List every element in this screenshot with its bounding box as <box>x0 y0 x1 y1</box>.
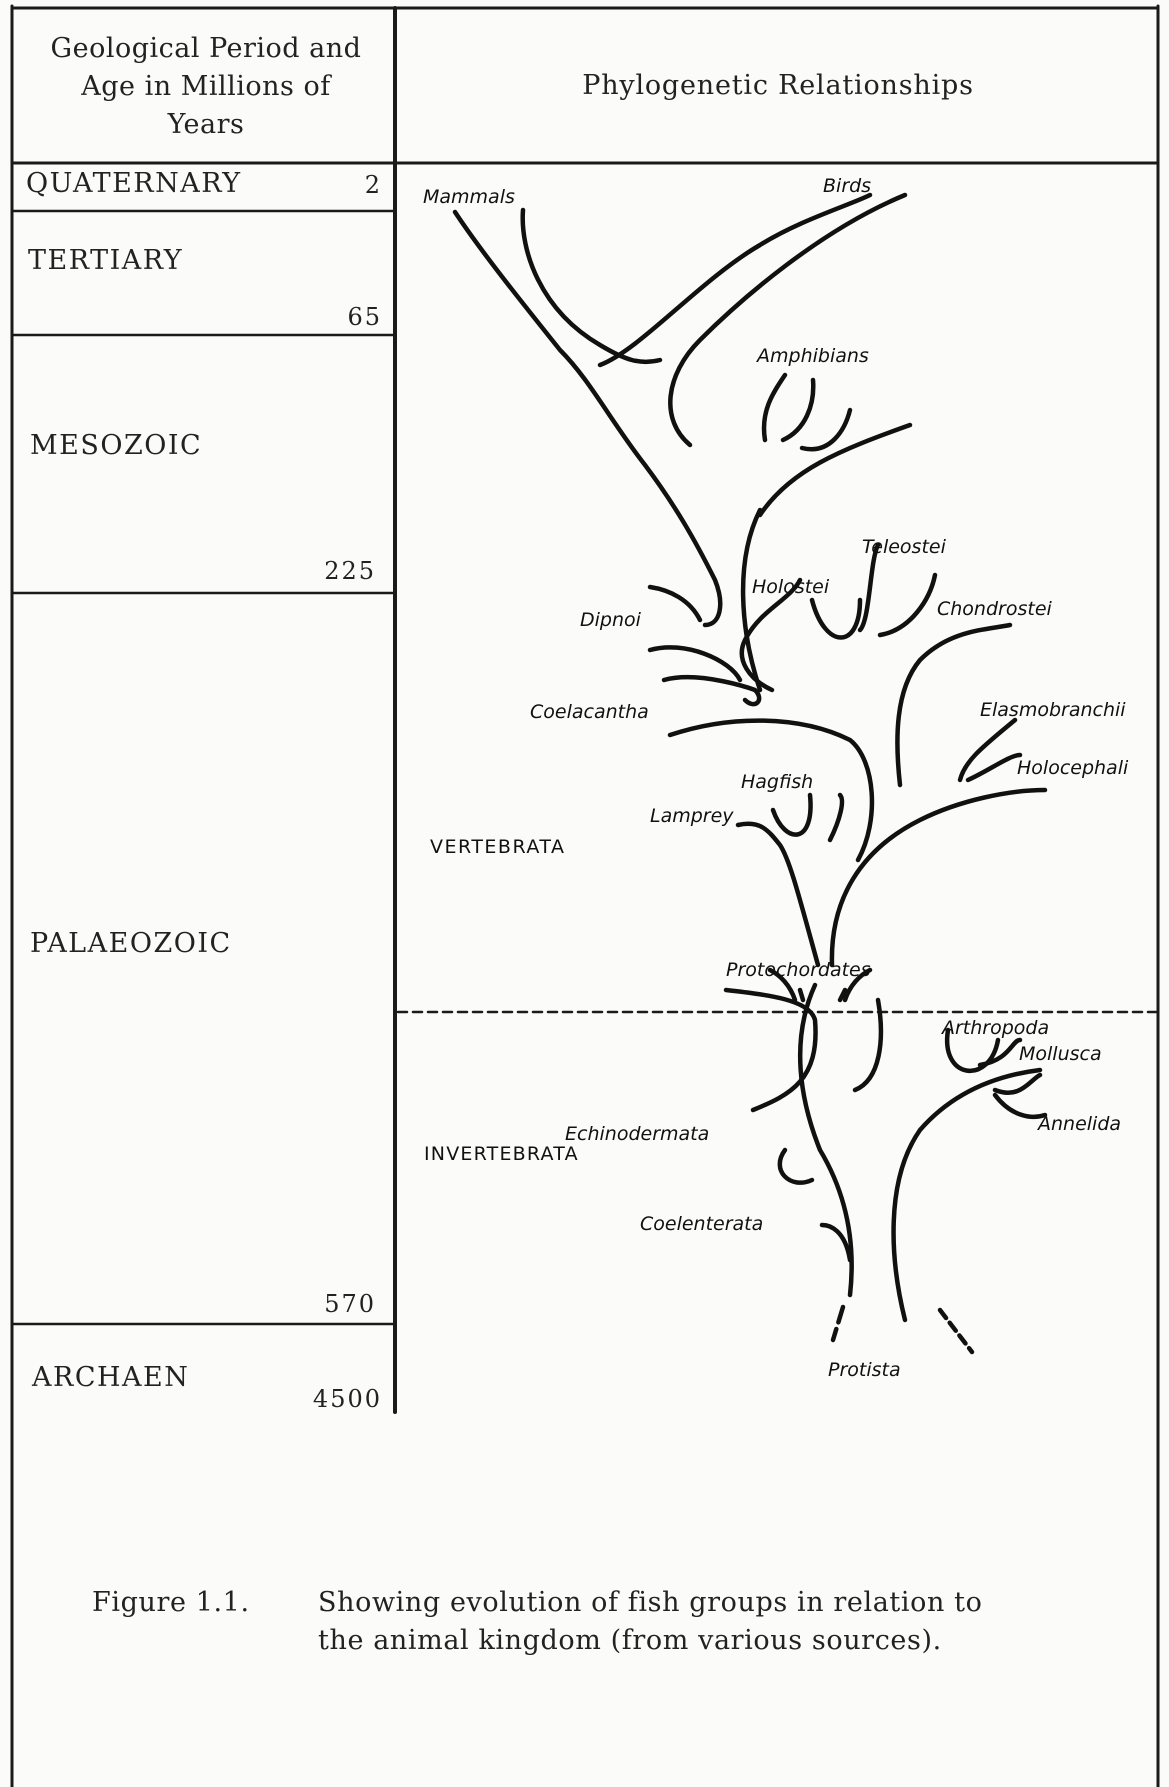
label-holocephali: Holocephali <box>1017 757 1129 779</box>
label-teleostei: Teleostei <box>862 536 947 558</box>
label-coelenterata: Coelenterata <box>640 1213 763 1235</box>
label-vertebrata: VERTEBRATA <box>430 836 566 858</box>
figure-caption: Figure 1.1.Showing evolution of fish gro… <box>92 1584 982 1660</box>
label-dipnoi: Dipnoi <box>580 609 642 631</box>
caption-number: Figure 1.1. <box>92 1584 318 1622</box>
label-mammals: Mammals <box>423 186 515 208</box>
label-echinodermata: Echinodermata <box>565 1123 709 1145</box>
label-protista: Protista <box>828 1359 901 1381</box>
label-invertebrata: INVERTEBRATA <box>424 1143 579 1165</box>
label-coelacantha: Coelacantha <box>530 701 649 723</box>
label-lamprey: Lamprey <box>650 805 734 827</box>
caption-line-1: Showing evolution of fish groups in rela… <box>318 1587 982 1618</box>
label-amphibians: Amphibians <box>755 345 869 367</box>
caption-line-2: the animal kingdom (from various sources… <box>92 1622 982 1660</box>
label-elasmobranchii: Elasmobranchii <box>980 699 1126 721</box>
label-chondrostei: Chondrostei <box>937 598 1053 620</box>
label-birds: Birds <box>823 175 871 197</box>
label-hagfish: Hagfish <box>741 771 813 793</box>
label-mollusca: Mollusca <box>1019 1043 1102 1065</box>
label-protochordates: Protochordates <box>726 959 871 981</box>
label-holostei: Holostei <box>752 576 830 598</box>
label-arthropoda: Arthropoda <box>940 1017 1049 1039</box>
label-annelida: Annelida <box>1036 1113 1121 1135</box>
